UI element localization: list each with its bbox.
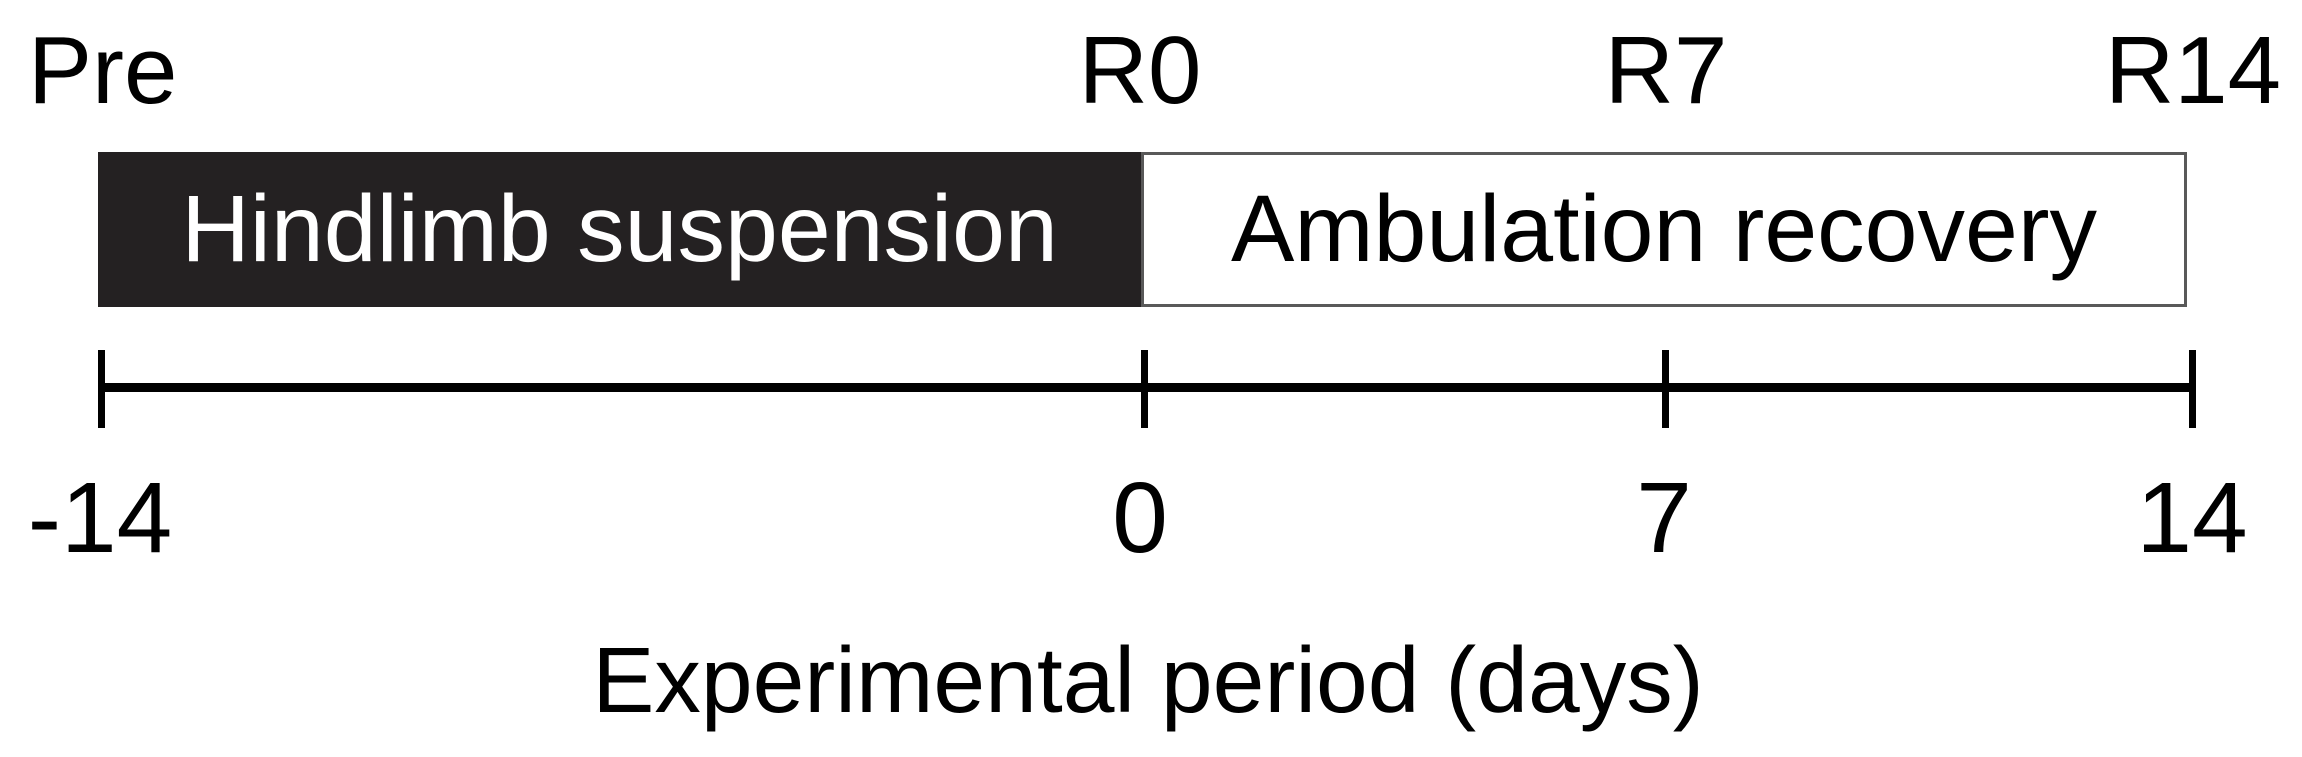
tick-label-neg14: -14	[27, 462, 173, 574]
timepoint-label-r0: R0	[1078, 17, 1202, 124]
axis-tick-0	[1141, 350, 1148, 428]
axis-title: Experimental period (days)	[592, 628, 1704, 732]
axis-tick-neg14	[98, 350, 105, 428]
axis-tick-14	[2189, 350, 2196, 428]
timepoint-label-pre: Pre	[28, 17, 178, 124]
tick-label-7: 7	[1636, 462, 1692, 574]
axis-tick-7	[1662, 350, 1669, 428]
timepoint-label-r7: R7	[1604, 17, 1728, 124]
hindlimb-suspension-phase-label: Hindlimb suspension	[181, 176, 1058, 282]
hindlimb-suspension-phase-bar: Hindlimb suspension	[98, 152, 1141, 307]
tick-label-14: 14	[2136, 462, 2248, 574]
ambulation-recovery-phase-bar: Ambulation recovery	[1141, 152, 2187, 307]
timepoint-label-r14: R14	[2104, 17, 2282, 124]
tick-label-0: 0	[1112, 462, 1168, 574]
ambulation-recovery-phase-label: Ambulation recovery	[1231, 176, 2097, 282]
